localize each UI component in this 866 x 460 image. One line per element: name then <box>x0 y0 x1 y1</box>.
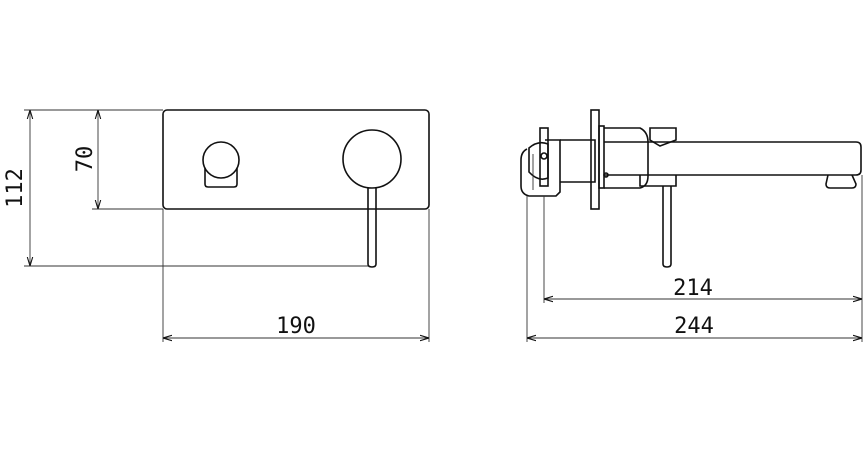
mixer-plate <box>162 109 430 210</box>
mixer-handle <box>342 129 402 268</box>
front-view: 112 70 190 <box>3 109 430 342</box>
dimension-width: 190 <box>163 314 429 339</box>
handle-body <box>604 127 649 189</box>
valve-body <box>520 127 596 197</box>
side-view: 214 244 <box>520 109 863 342</box>
dimension-projection: 214 <box>544 276 862 301</box>
diverter-knob <box>202 141 240 188</box>
dimension-height-plate: 70 <box>73 110 98 209</box>
dimension-overall: 244 <box>527 314 862 339</box>
dimension-height-total: 112 <box>3 110 30 266</box>
width-label: 190 <box>276 314 316 339</box>
wall-flange <box>590 109 609 210</box>
height-total-label: 112 <box>3 168 28 208</box>
side-lever <box>662 186 672 268</box>
spout <box>604 141 862 189</box>
height-plate-label: 70 <box>73 146 98 173</box>
projection-label: 214 <box>673 276 713 301</box>
overall-label: 244 <box>674 314 714 339</box>
